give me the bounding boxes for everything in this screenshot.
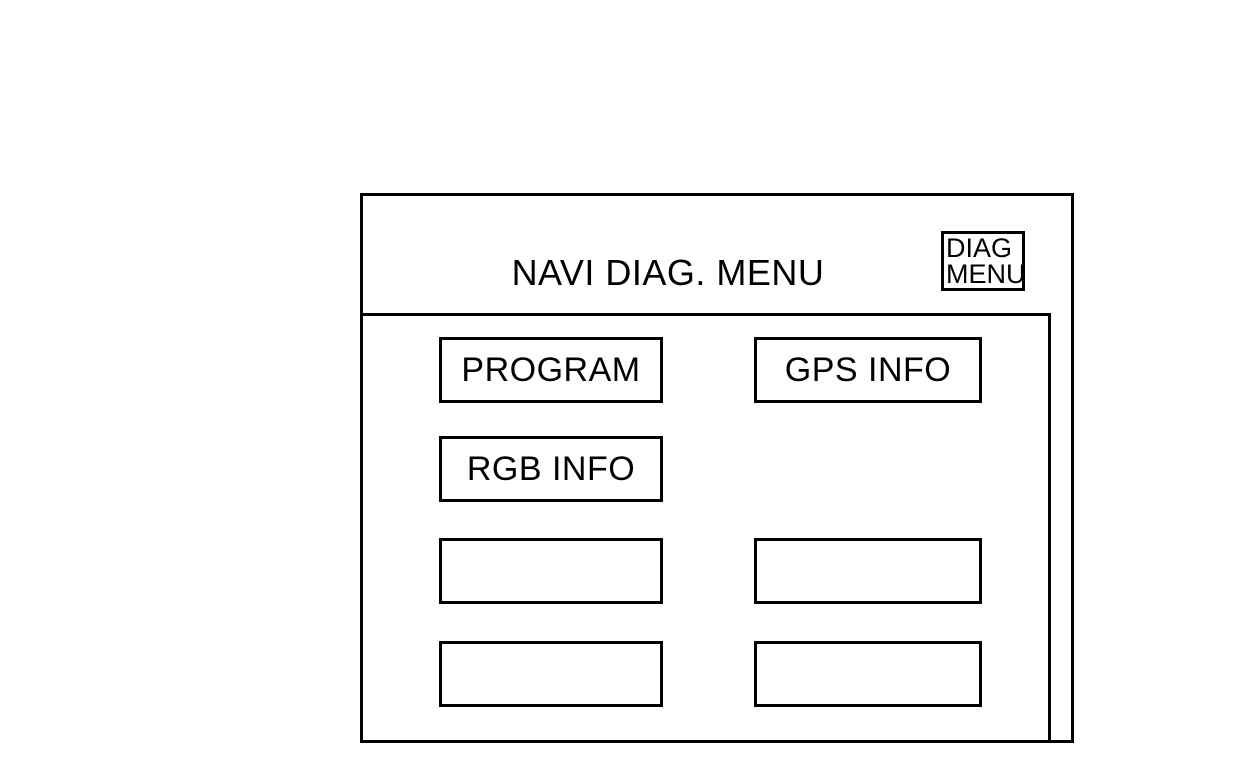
rgb-info-button[interactable]: RGB INFO	[439, 436, 663, 502]
program-button[interactable]: PROGRAM	[439, 337, 663, 403]
diag-menu-button-line1: DIAG	[946, 233, 1013, 263]
blank-button-2[interactable]	[754, 538, 982, 604]
diag-menu-button[interactable]: DIAG MENU	[941, 231, 1025, 291]
blank-button-3[interactable]	[439, 641, 663, 707]
diag-menu-button-line2: MENU	[946, 259, 1025, 289]
content-right-border	[1048, 313, 1051, 740]
gps-info-button[interactable]: GPS INFO	[754, 337, 982, 403]
header-divider	[363, 313, 1051, 316]
navi-diag-screen: NAVI DIAG. MENU DIAG MENU PROGRAM GPS IN…	[360, 193, 1074, 743]
page-title: NAVI DIAG. MENU	[511, 252, 825, 293]
blank-button-4[interactable]	[754, 641, 982, 707]
blank-button-1[interactable]	[439, 538, 663, 604]
